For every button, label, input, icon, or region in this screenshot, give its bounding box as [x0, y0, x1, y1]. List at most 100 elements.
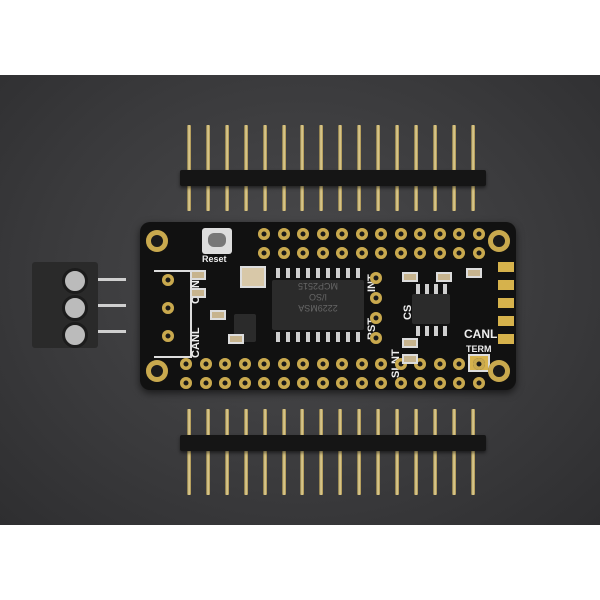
breakout-pad	[370, 332, 382, 344]
header-pad	[355, 228, 368, 240]
header-pad	[258, 247, 270, 259]
header-pin	[376, 409, 380, 495]
header-pad	[258, 358, 270, 370]
chip-leg	[356, 332, 360, 342]
header-pad	[394, 247, 407, 259]
terminal-pad	[162, 274, 174, 286]
header-pin	[338, 125, 343, 211]
header-pin	[224, 125, 229, 211]
chip-leg	[296, 332, 300, 342]
header-strip	[180, 435, 486, 451]
header-pin	[470, 125, 475, 211]
edge-pad	[498, 334, 514, 344]
header-pad	[238, 358, 251, 370]
header-pin	[357, 125, 362, 211]
header-pad	[277, 228, 290, 240]
header-pad	[375, 358, 387, 370]
header-pad	[433, 228, 446, 240]
header-pin	[432, 409, 437, 495]
mounting-hole	[146, 230, 168, 252]
chip-leg	[276, 268, 280, 278]
mounting-hole	[146, 360, 168, 382]
terminal-outline	[154, 270, 192, 358]
header-pad	[199, 377, 212, 389]
header-pin	[243, 125, 248, 211]
header-pin	[394, 125, 399, 211]
chip-leg	[336, 268, 340, 278]
chip-leg	[336, 332, 340, 342]
smd-component	[402, 354, 418, 364]
smd-component	[190, 270, 206, 280]
header-pad	[180, 358, 192, 370]
smd-component	[436, 272, 452, 282]
breakout-pad	[370, 312, 382, 324]
chip-leg	[326, 332, 330, 342]
crystal	[240, 266, 266, 288]
header-pad	[258, 228, 270, 240]
header-pad	[453, 247, 465, 259]
chip-leg	[346, 268, 350, 278]
header-pad	[258, 377, 270, 389]
terminal-pad	[162, 330, 174, 342]
chip-marking-2: I/SO	[309, 292, 328, 302]
screw-icon	[62, 322, 88, 348]
header-pin	[243, 409, 248, 495]
header-pad	[355, 358, 368, 370]
chip-leg	[316, 332, 320, 342]
header-pad	[336, 377, 348, 389]
reset-label: Reset	[202, 254, 227, 264]
header-pad	[219, 358, 231, 370]
header-pad	[433, 247, 446, 259]
transceiver-chip	[412, 294, 450, 324]
header-pad	[472, 377, 485, 389]
header-pad	[277, 377, 290, 389]
header-pad	[316, 228, 329, 240]
chip-leg	[306, 332, 310, 342]
term-label: TERM	[466, 344, 492, 354]
header-pad	[180, 377, 192, 389]
header-pad	[375, 247, 387, 259]
breakout-pad	[370, 272, 382, 284]
header-pin	[300, 125, 305, 211]
header-pin	[281, 125, 286, 211]
smd-component	[466, 268, 482, 278]
chip-leg	[286, 332, 290, 342]
screw-icon	[62, 268, 88, 294]
header-pad	[472, 228, 485, 240]
header-pad	[316, 377, 329, 389]
canl-right-label: CANL	[464, 327, 498, 341]
screw-icon	[62, 295, 88, 321]
header-pin	[224, 409, 229, 495]
header-pad	[375, 377, 387, 389]
header-pad	[238, 377, 251, 389]
header-pad	[355, 377, 368, 389]
smd-component	[402, 272, 418, 282]
header-pin	[451, 409, 456, 495]
smd-component	[190, 288, 206, 298]
chip-leg	[434, 284, 438, 294]
header-pad	[375, 228, 387, 240]
edge-pad	[498, 280, 514, 290]
chip-leg	[306, 268, 310, 278]
header-pin	[187, 125, 191, 211]
reset-button	[202, 228, 232, 254]
header-pad	[433, 377, 446, 389]
chip-leg	[416, 326, 420, 336]
mounting-hole	[488, 360, 510, 382]
edge-pad	[498, 298, 514, 308]
terminal-pin	[98, 278, 126, 281]
header-pad	[316, 358, 329, 370]
header-pad	[297, 358, 309, 370]
header-pad	[394, 377, 407, 389]
screw-terminal-block	[32, 262, 98, 348]
chip-leg	[356, 268, 360, 278]
header-pad	[433, 358, 446, 370]
chip-marking-3: MCP2515	[297, 281, 339, 291]
header-pad	[472, 358, 485, 370]
smd-component	[210, 310, 226, 320]
terminal-pad	[162, 302, 174, 314]
mounting-hole	[488, 230, 510, 252]
header-pad	[472, 247, 485, 259]
chip-leg	[316, 268, 320, 278]
header-pin	[205, 125, 210, 211]
